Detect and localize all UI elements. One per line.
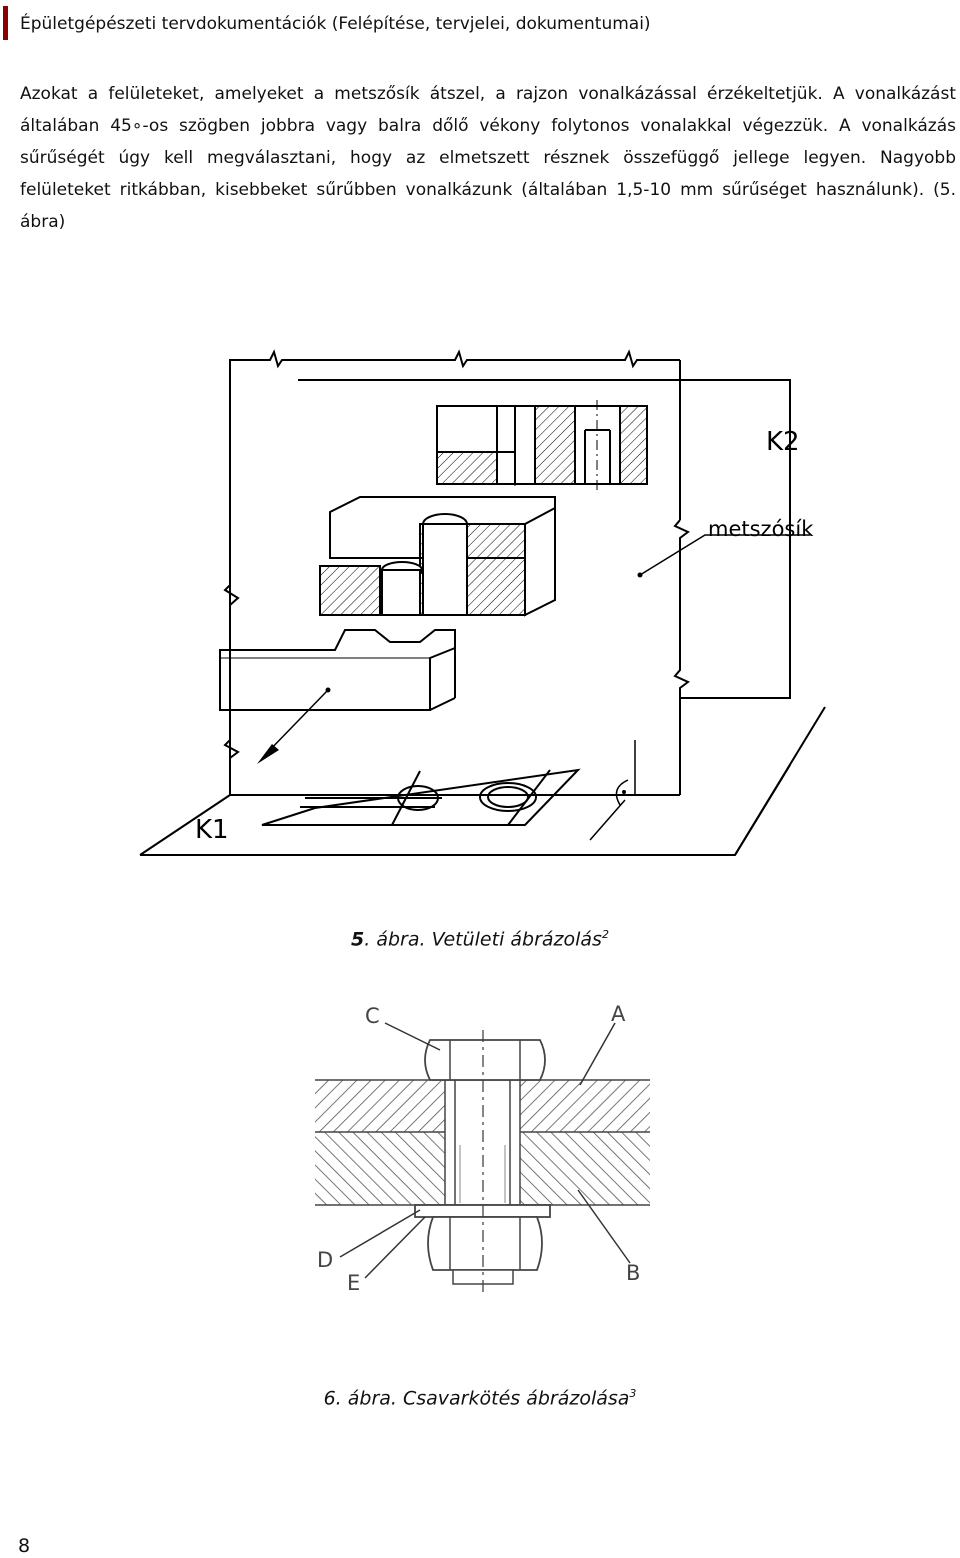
figure-6-caption-text: 6. ábra. Csavarkötés ábrázolása [323,1387,630,1410]
label-k1: K1 [195,815,229,845]
figure-5-caption-footnote: 2 [601,928,609,941]
figure-5-caption-number: 5 [351,928,365,951]
label-c: C [365,1004,380,1028]
figure-6-bolted-joint-drawing: C A D E B [300,995,670,1300]
figure-6-caption-footnote: 3 [629,1387,637,1400]
page-header-title: Épületgépészeti tervdokumentációk (Felép… [20,14,651,34]
figure-5-projection-drawing: K1 K2 metszósík [130,340,840,870]
figure-5-caption: 5. ábra. Vetületi ábrázolás2 [0,928,960,950]
body-paragraph: Azokat a felületeket, amelyeket a metsző… [20,84,956,232]
header-accent-bar [3,6,8,40]
figure-6-caption: 6. ábra. Csavarkötés ábrázolása3 [0,1387,960,1409]
figure-5-caption-text: . ábra. Vetületi ábrázolás [364,928,602,951]
page-header: Épületgépészeti tervdokumentációk (Felép… [0,0,960,44]
label-a: A [611,1002,626,1026]
page-number: 8 [18,1535,31,1557]
label-cutting-plane: metszósík [708,517,814,541]
label-k2: K2 [766,427,800,457]
label-b: B [626,1261,640,1285]
label-d: D [317,1248,333,1272]
label-e: E [347,1271,360,1295]
